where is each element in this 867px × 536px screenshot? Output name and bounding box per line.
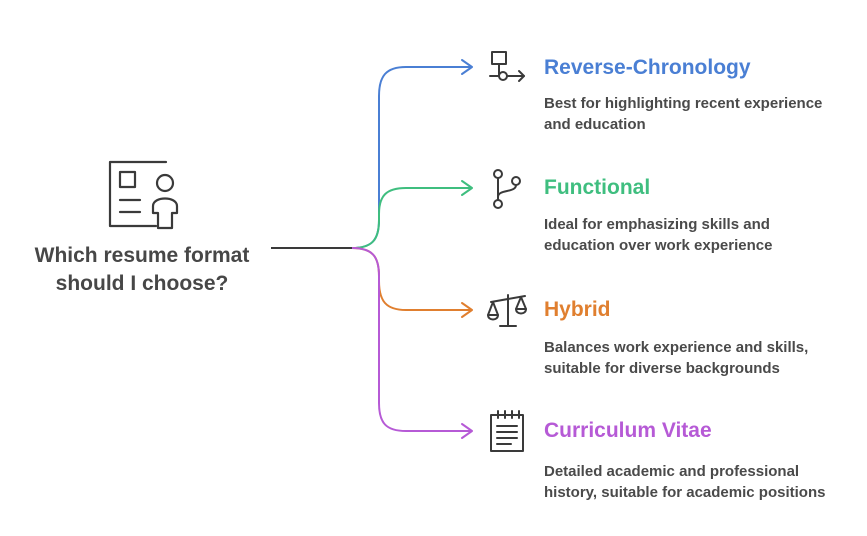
branch-icon xyxy=(493,169,521,209)
question-text: Which resume format should I choose? xyxy=(34,244,250,295)
option-desc-curriculum-vitae: Detailed academic and professional histo… xyxy=(544,463,826,501)
arrow-head-4 xyxy=(461,423,473,439)
branch-reverse-chronology xyxy=(351,66,472,249)
option-title-curriculum-vitae: Curriculum Vitae xyxy=(544,419,712,442)
branch-hybrid xyxy=(351,247,472,311)
option-title-reverse-chronology: Reverse-Chronology xyxy=(544,56,751,79)
branch-curriculum-vitae xyxy=(351,247,472,432)
option-desc-hybrid: Balances work experience and skills, sui… xyxy=(544,339,809,377)
notepad-icon xyxy=(490,410,524,452)
arrow-head-3 xyxy=(461,302,473,318)
branch-functional xyxy=(351,187,472,249)
flowchart-icon xyxy=(489,51,525,82)
resume-icon xyxy=(108,160,179,230)
option-desc-reverse-chronology: Best for highlighting recent experience … xyxy=(544,95,823,133)
option-title-hybrid: Hybrid xyxy=(544,298,611,321)
option-title-functional: Functional xyxy=(544,176,651,199)
arrow-head-2 xyxy=(461,180,473,196)
option-desc-functional: Ideal for emphasizing skills and educati… xyxy=(544,216,773,254)
arrow-head-1 xyxy=(461,59,473,75)
scale-icon xyxy=(487,294,527,327)
